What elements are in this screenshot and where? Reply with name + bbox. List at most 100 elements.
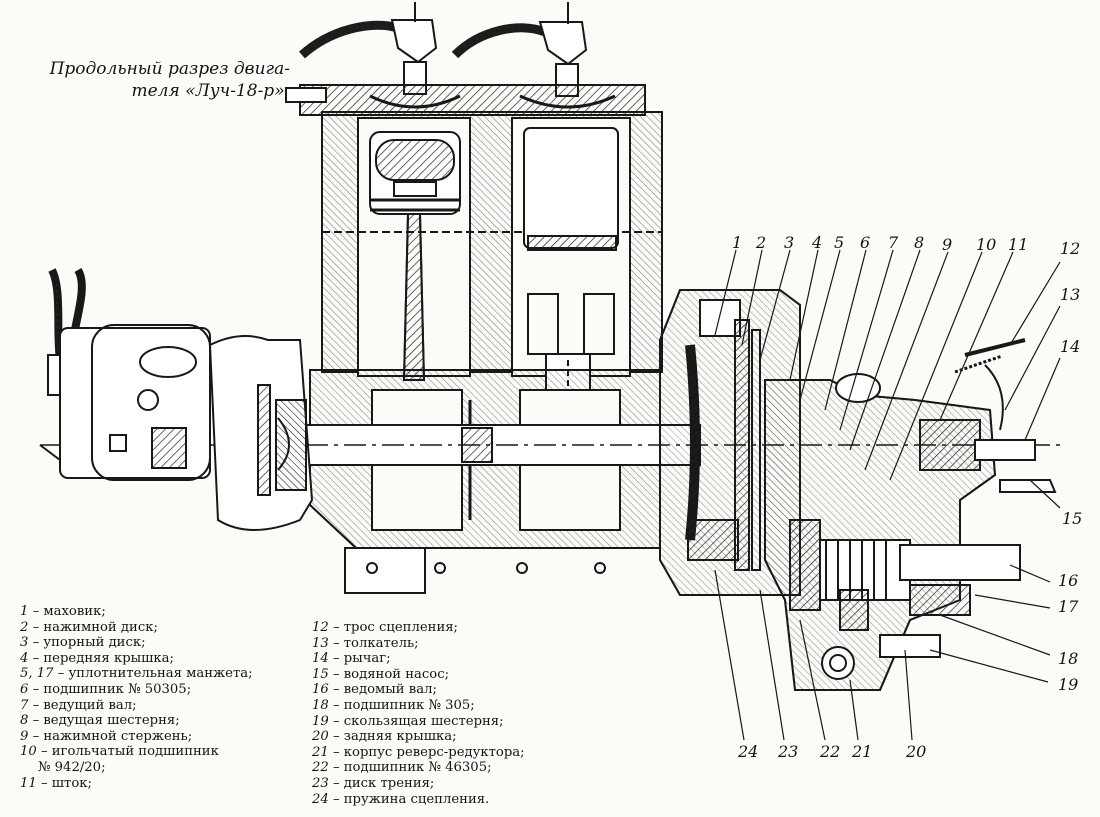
piston-left — [369, 131, 461, 381]
legend-item-number: 5, 17 — [20, 666, 54, 682]
legend-item-number: 13 — [312, 635, 329, 651]
callout-23: 23 — [777, 742, 798, 761]
legend-item-number: 6 — [20, 681, 29, 697]
callout-20: 20 — [905, 742, 926, 761]
legend-item-text: – задняя крышка; — [328, 729, 457, 745]
legend-item-text: – корпус реверс-редуктора; — [328, 744, 525, 760]
callout-11: 11 — [1008, 235, 1028, 254]
callout-12: 12 — [1060, 239, 1080, 258]
legend-item: 19 – скользящая шестерня; — [312, 714, 525, 730]
legend-item-text: – подшипник № 305; — [328, 697, 475, 713]
ignition-cable-left — [299, 2, 438, 95]
legend-item-text: – нажимной диск; — [28, 619, 158, 635]
callout-10: 10 — [976, 235, 996, 254]
legend-item-number: 11 — [20, 775, 37, 791]
callout-6: 6 — [860, 233, 870, 252]
legend-item-number: 23 — [312, 775, 329, 791]
legend-item: 10 – игольчатый подшипник — [20, 744, 253, 760]
figure-caption: Продольный разрез двига- теля «Луч-18-р»… — [30, 58, 290, 102]
legend-item: 3 – упорный диск; — [20, 635, 253, 651]
reverse-reducer-housing — [764, 373, 1057, 691]
legend-item: 12 – трос сцепления; — [312, 620, 525, 636]
callout-19: 19 — [1058, 675, 1078, 694]
legend-item: 20 – задняя крышка; — [312, 729, 525, 745]
legend-item: 18 – подшипник № 305; — [312, 698, 525, 714]
callout-13: 13 — [1060, 285, 1080, 304]
legend-item-number: 21 — [312, 744, 329, 760]
legend-item-number: 3 — [20, 635, 29, 651]
callout-14: 14 — [1060, 337, 1080, 356]
legend-item: 6 – подшипник № 50305; — [20, 682, 253, 698]
legend-item: 13 – толкатель; — [312, 636, 525, 652]
legend-item-number: 2 — [20, 619, 29, 635]
legend-item-text: – пружина сцепления. — [328, 791, 490, 807]
legend-item: 11 – шток; — [20, 776, 253, 792]
legend-item-number: 1 — [20, 604, 29, 619]
legend-item-number: 9 — [20, 728, 29, 744]
legend-item-number: 8 — [20, 713, 29, 729]
legend-item: 1 – маховик; — [20, 604, 253, 620]
callout-7: 7 — [888, 233, 899, 252]
legend-item-number: 15 — [312, 666, 329, 682]
legend-item: 7 – ведущий вал; — [20, 698, 253, 714]
legend-item-text: – упорный диск; — [28, 635, 146, 651]
callout-21: 21 — [851, 742, 872, 761]
callout-18: 18 — [1058, 649, 1078, 668]
legend-item-text: – скользящая шестерня; — [328, 713, 504, 729]
legend-item-text: – передняя крышка; — [28, 650, 174, 666]
legend-item-text: – нажимной стержень; — [28, 728, 193, 744]
legend-item-number: 20 — [312, 729, 329, 745]
legend-item-text: – ведущая шестерня; — [28, 713, 180, 729]
drive-end-housing — [208, 335, 314, 531]
cylinder-head — [285, 84, 646, 116]
legend-item-number: 18 — [312, 697, 329, 713]
legend-item-number: 10 — [20, 744, 37, 760]
legend-item-number: 14 — [312, 651, 329, 667]
callout-3: 3 — [784, 233, 794, 252]
caption-line-1: Продольный разрез двига- — [49, 59, 290, 79]
legend-item: 4 – передняя крышка; — [20, 651, 253, 667]
legend-item: 21 – корпус реверс-редуктора; — [312, 745, 525, 761]
legend-item-text: – уплотнительная манжета; — [53, 666, 253, 682]
legend-left-column: 1 – маховик;2 – нажимной диск;3 – упорны… — [20, 604, 253, 791]
legend-item: 5, 17 – уплотнительная манжета; — [20, 666, 253, 682]
callout-22: 22 — [819, 742, 840, 761]
legend-item: 22 – подшипник № 46305; — [312, 760, 525, 776]
ignition-cable-right — [451, 2, 588, 97]
legend-item: 23 – диск трения; — [312, 776, 525, 792]
legend-item-text: – шток; — [36, 775, 92, 791]
legend-item-text: – толкатель; — [328, 635, 419, 651]
legend-item-number: 22 — [312, 760, 329, 776]
callout-2: 2 — [755, 233, 766, 252]
legend-item-text: – подшипник № 50305; — [28, 681, 192, 697]
legend-item-text: – трос сцепления; — [328, 620, 458, 635]
magneto-generator — [39, 267, 211, 481]
legend-item-text: – ведомый вал; — [328, 682, 437, 698]
callout-24: 24 — [737, 742, 758, 761]
leader-lines — [714, 249, 1061, 741]
callout-4: 4 — [811, 233, 822, 252]
legend-item-text: – рычаг; — [328, 651, 391, 667]
callout-17: 17 — [1058, 597, 1079, 616]
legend-item-text: – подшипник № 46305; — [328, 760, 492, 776]
legend-item-text: – водяной насос; — [328, 666, 450, 682]
callout-16: 16 — [1058, 571, 1078, 590]
legend-item: 24 – пружина сцепления. — [312, 792, 525, 808]
legend-item-text: – игольчатый подшипник — [36, 744, 219, 760]
legend-item-text: – ведущий вал; — [28, 697, 137, 713]
legend-item: 9 – нажимной стержень; — [20, 729, 253, 745]
callout-5: 5 — [834, 233, 844, 252]
legend-item: № 942/20; — [20, 760, 253, 776]
legend-item-number: 19 — [312, 713, 329, 729]
callout-8: 8 — [914, 233, 924, 252]
crankcase — [309, 369, 661, 594]
legend-item: 2 – нажимной диск; — [20, 620, 253, 636]
callout-9: 9 — [942, 235, 952, 254]
legend-item-text: – диск трения; — [328, 775, 435, 791]
legend-right-column: 12 – трос сцепления;13 – толкатель;14 – … — [312, 620, 525, 807]
callout-15: 15 — [1062, 509, 1082, 528]
legend-item: 15 – водяной насос; — [312, 667, 525, 683]
